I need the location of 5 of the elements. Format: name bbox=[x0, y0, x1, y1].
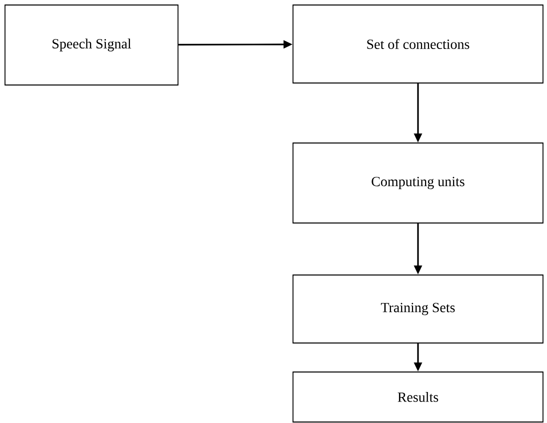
process-box: Speech Signal bbox=[4, 4, 178, 86]
process-box: Set of connections bbox=[292, 4, 544, 84]
process-box: Computing units bbox=[292, 142, 544, 224]
process-box: Results bbox=[292, 372, 544, 422]
process-box: Training Sets bbox=[292, 274, 544, 344]
